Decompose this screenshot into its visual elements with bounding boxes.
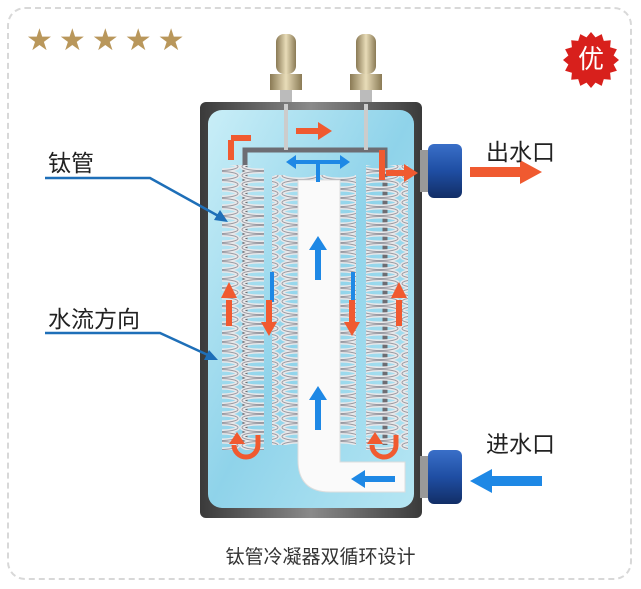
label-water-inlet: 进水口 bbox=[486, 432, 555, 458]
star-icon: ★ bbox=[157, 23, 185, 58]
quality-badge bbox=[563, 32, 619, 88]
label-flow-direction: 水流方向 bbox=[48, 307, 140, 333]
star-icon: ★ bbox=[124, 23, 152, 58]
star-icon: ★ bbox=[58, 23, 86, 58]
label-titanium-tube: 钛管 bbox=[48, 151, 94, 177]
leader-lines bbox=[45, 176, 228, 360]
badge-text: 优 bbox=[577, 45, 604, 75]
outlet-cap bbox=[420, 144, 462, 198]
outlet-arrow-icon bbox=[470, 160, 542, 184]
hot-flow-arrows bbox=[221, 122, 418, 460]
cold-flow-arrows bbox=[270, 155, 395, 488]
center-water-pipe bbox=[297, 179, 406, 493]
top-fitting-left bbox=[270, 34, 302, 104]
diagram-caption: 钛管冷凝器双循环设计 bbox=[225, 546, 416, 568]
card-frame bbox=[7, 7, 632, 580]
rating-stars: ★ ★ ★ ★ ★ bbox=[26, 26, 185, 56]
label-water-outlet: 出水口 bbox=[486, 140, 555, 166]
inlet-arrow-icon bbox=[470, 469, 542, 493]
star-icon: ★ bbox=[26, 23, 53, 58]
star-icon: ★ bbox=[91, 23, 119, 58]
top-fitting-right bbox=[350, 34, 382, 104]
inlet-cap bbox=[420, 450, 462, 504]
